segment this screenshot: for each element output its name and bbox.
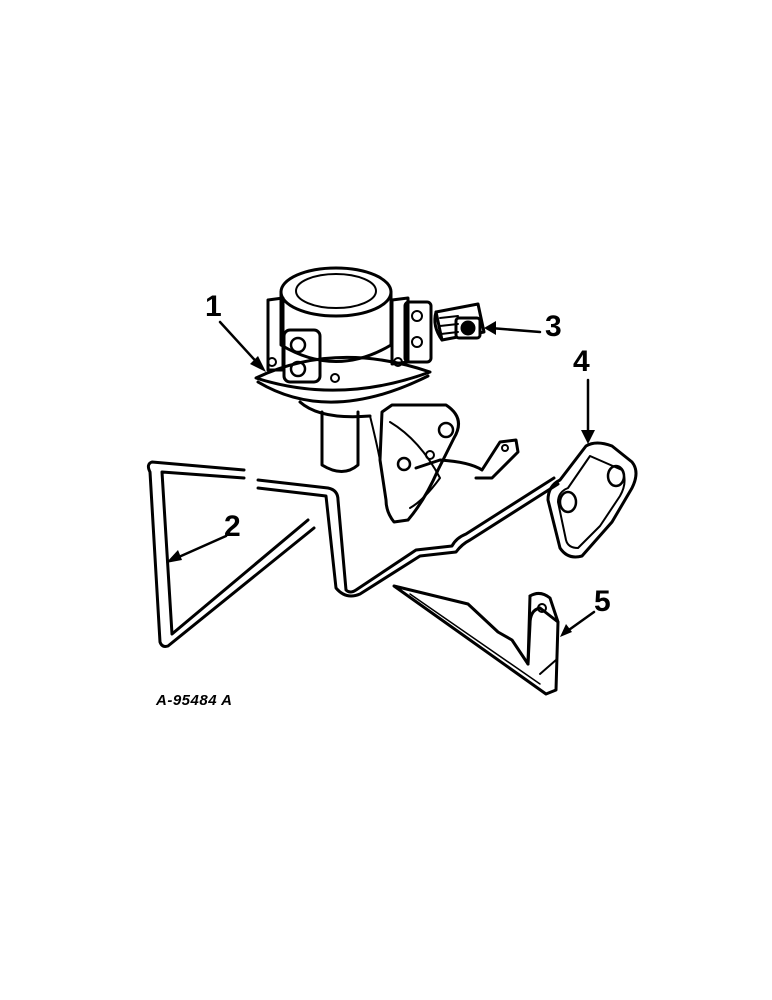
- callout-3: 3: [545, 310, 562, 343]
- callout-5: 5: [594, 585, 611, 618]
- callout-1: 1: [205, 290, 222, 323]
- figure-reference: A-95484 A: [156, 692, 233, 709]
- fuel-pump: [254, 266, 520, 524]
- fitting: [433, 302, 486, 342]
- callout-2: 2: [224, 510, 241, 543]
- arrowheads: [166, 321, 595, 637]
- bracket: [392, 584, 560, 696]
- fuel-lines: [146, 460, 560, 648]
- callout-4: 4: [573, 345, 590, 378]
- gasket: [546, 441, 638, 559]
